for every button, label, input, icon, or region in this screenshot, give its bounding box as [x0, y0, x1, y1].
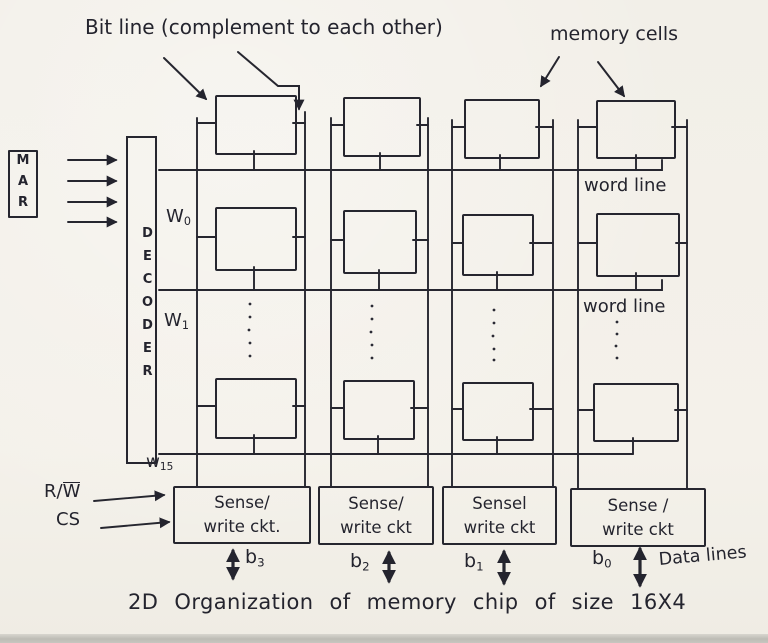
cs-control-label: CS — [56, 510, 80, 530]
figure-caption-text: 2D Organization of memory chip of size 1… — [128, 590, 687, 614]
memory-cell — [215, 378, 297, 439]
b3-base: b — [245, 546, 258, 568]
b1-base: b — [464, 550, 477, 572]
mar-register: MAR — [8, 150, 38, 218]
w1-sub: 1 — [181, 319, 189, 333]
mar-label: MAR — [15, 152, 31, 216]
bit-line-arrow-icon — [163, 57, 208, 101]
rw-prefix: R/ — [44, 481, 63, 502]
memory-cells-annotation: memory cells — [550, 24, 678, 45]
data-line-label-b2: b2 — [350, 551, 370, 573]
sense-write-line2: write ckt — [340, 517, 412, 537]
bit-line-annotation-text: Bit line (complement to each other) — [85, 15, 443, 39]
b1-sub: 1 — [476, 559, 484, 574]
cell-connections-col2 — [330, 124, 429, 455]
scan-edge-artifact — [0, 634, 768, 643]
w0-base: W — [166, 206, 184, 227]
b2-sub: 2 — [362, 559, 370, 574]
data-line-label-b0: b0 — [592, 548, 612, 570]
word-line-w1 — [158, 279, 663, 291]
sense-write-line2: write ckt. — [203, 517, 281, 536]
memory-cell — [215, 207, 297, 271]
rw-overlined: W — [62, 481, 81, 502]
sense-write-circuit-2: Sense/ write ckt — [318, 486, 434, 545]
memory-cell — [596, 100, 676, 159]
sense-write-line2: write ckt — [602, 519, 674, 539]
w0-sub: 0 — [183, 215, 191, 229]
w15-sub: 15 — [159, 460, 174, 473]
cs-arrow-icon — [100, 517, 171, 529]
b2-base: b — [350, 550, 363, 572]
memory-cell — [215, 95, 297, 155]
sense-write-circuit-0: Sense / write ckt — [570, 488, 706, 547]
sense-write-line1: Sense/ — [214, 493, 270, 513]
memory-cell — [462, 214, 534, 276]
sense-write-line1: Sense/ — [348, 493, 404, 513]
word-line-label-w0: W0 — [166, 207, 191, 228]
memory-cell — [464, 99, 540, 159]
rw-arrow-icon — [93, 490, 166, 502]
memory-cell — [343, 97, 421, 157]
b0-base: b — [592, 547, 605, 569]
cell-connections-col3 — [451, 126, 554, 455]
memory-cells-arrow-icon — [597, 61, 626, 98]
cs-text: CS — [56, 509, 80, 530]
sense-write-line1: Sensel — [472, 493, 527, 513]
data-line-label-b1: b1 — [464, 551, 484, 573]
bit-line-complement-arrow-icon — [237, 51, 305, 111]
b0-sub: 0 — [604, 556, 612, 571]
memory-cell — [343, 380, 415, 440]
word-line-annotation-text: word line — [583, 296, 666, 317]
word-line-w0 — [158, 159, 663, 171]
memory-cell — [462, 382, 534, 441]
memory-cell — [593, 383, 679, 442]
row-ellipsis-dots — [247, 302, 619, 362]
sense-write-circuit-3: Sense/ write ckt. — [173, 486, 311, 544]
word-line-annotation-top: word line — [584, 176, 666, 196]
cell-connections-col4 — [577, 126, 688, 455]
figure-caption: 2D Organization of memory chip of size 1… — [128, 590, 686, 614]
sense-write-line2: write ckt — [463, 517, 536, 537]
word-line-label-w1: W1 — [164, 311, 189, 332]
decoder: DECODER — [126, 136, 157, 464]
memory-cells-annotation-text: memory cells — [550, 23, 679, 45]
rw-control-label: R/W — [44, 481, 81, 502]
word-line-annotation-text: word line — [584, 175, 667, 196]
memory-cell — [343, 210, 417, 274]
memory-cells-arrow-icon — [540, 56, 560, 88]
w1-base: W — [164, 310, 182, 331]
w15-base: w — [146, 452, 160, 472]
word-line-annotation-mid: word line — [583, 297, 665, 317]
cell-connections-col1 — [196, 122, 306, 455]
bit-line-annotation: Bit line (complement to each other) — [85, 16, 443, 38]
word-line-label-w15: w15 — [146, 453, 173, 474]
b3-sub: 3 — [257, 555, 265, 570]
sense-write-line1: Sense / — [607, 495, 669, 515]
decoder-label: DECODER — [140, 225, 155, 387]
memory-cell — [596, 213, 680, 277]
sense-write-circuit-1: Sensel write ckt — [442, 486, 557, 545]
data-line-label-b3: b3 — [245, 547, 265, 569]
